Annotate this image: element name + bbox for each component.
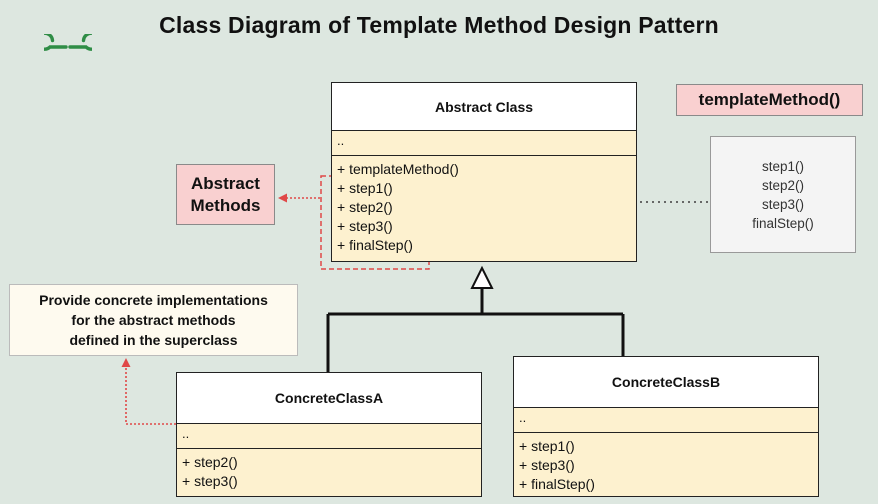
- operation-step3: + step3(): [337, 218, 393, 234]
- operation-final-step: + finalStep(): [337, 237, 413, 253]
- concrete-class-b-box: ConcreteClassB .. + step1() + step3() + …: [513, 356, 819, 497]
- operation-step3: + step3(): [182, 473, 238, 489]
- note-line: defined in the superclass: [69, 332, 238, 348]
- abstract-class-name: Abstract Class: [332, 83, 636, 130]
- concrete-implementation-note: Provide concrete implementations for the…: [9, 284, 298, 356]
- abstract-class-operations: + templateMethod() + step1() + step2() +…: [332, 155, 636, 261]
- note-line: Provide concrete implementations: [39, 292, 268, 308]
- operation-step1: + step1(): [337, 180, 393, 196]
- concrete-class-a-name: ConcreteClassA: [177, 373, 481, 423]
- concrete-note-arrowhead: [121, 358, 131, 367]
- template-steps-note: step1() step2() step3() finalStep(): [710, 136, 856, 253]
- concrete-class-a-operations: + step2() + step3(): [177, 448, 481, 496]
- template-step: step1(): [761, 158, 805, 174]
- concrete-class-a-box: ConcreteClassA .. + step2() + step3(): [176, 372, 482, 497]
- abstract-methods-arrowhead: [278, 193, 287, 203]
- abstract-class-attributes: ..: [332, 130, 636, 155]
- concrete-class-b-name: ConcreteClassB: [514, 357, 818, 407]
- note-line: Abstract: [191, 173, 260, 193]
- template-method-label: templateMethod(): [676, 84, 863, 116]
- operation-template-method: + templateMethod(): [337, 161, 459, 177]
- operation-final-step: + finalStep(): [519, 476, 595, 492]
- concrete-class-a-attributes: ..: [177, 423, 481, 448]
- concrete-class-b-operations: + step1() + step3() + finalStep(): [514, 432, 818, 496]
- template-step: finalStep(): [752, 215, 814, 231]
- concrete-note-arrow-line: [125, 366, 176, 425]
- template-step: step3(): [761, 196, 805, 212]
- template-step: step2(): [761, 177, 805, 193]
- operation-step2: + step2(): [182, 454, 238, 470]
- operation-step2: + step2(): [337, 199, 393, 215]
- inheritance-arrowhead: [470, 265, 494, 289]
- abstract-class-box: Abstract Class .. + templateMethod() + s…: [331, 82, 637, 262]
- diagram-title: Class Diagram of Template Method Design …: [159, 12, 719, 38]
- operation-step1: + step1(): [519, 438, 575, 454]
- note-line: Methods: [190, 195, 261, 215]
- concrete-class-b-attributes: ..: [514, 407, 818, 432]
- geeksforgeeks-logo: [44, 34, 92, 51]
- abstract-methods-note: Abstract Methods: [176, 164, 275, 225]
- note-line: for the abstract methods: [71, 312, 236, 328]
- operation-step3: + step3(): [519, 457, 575, 473]
